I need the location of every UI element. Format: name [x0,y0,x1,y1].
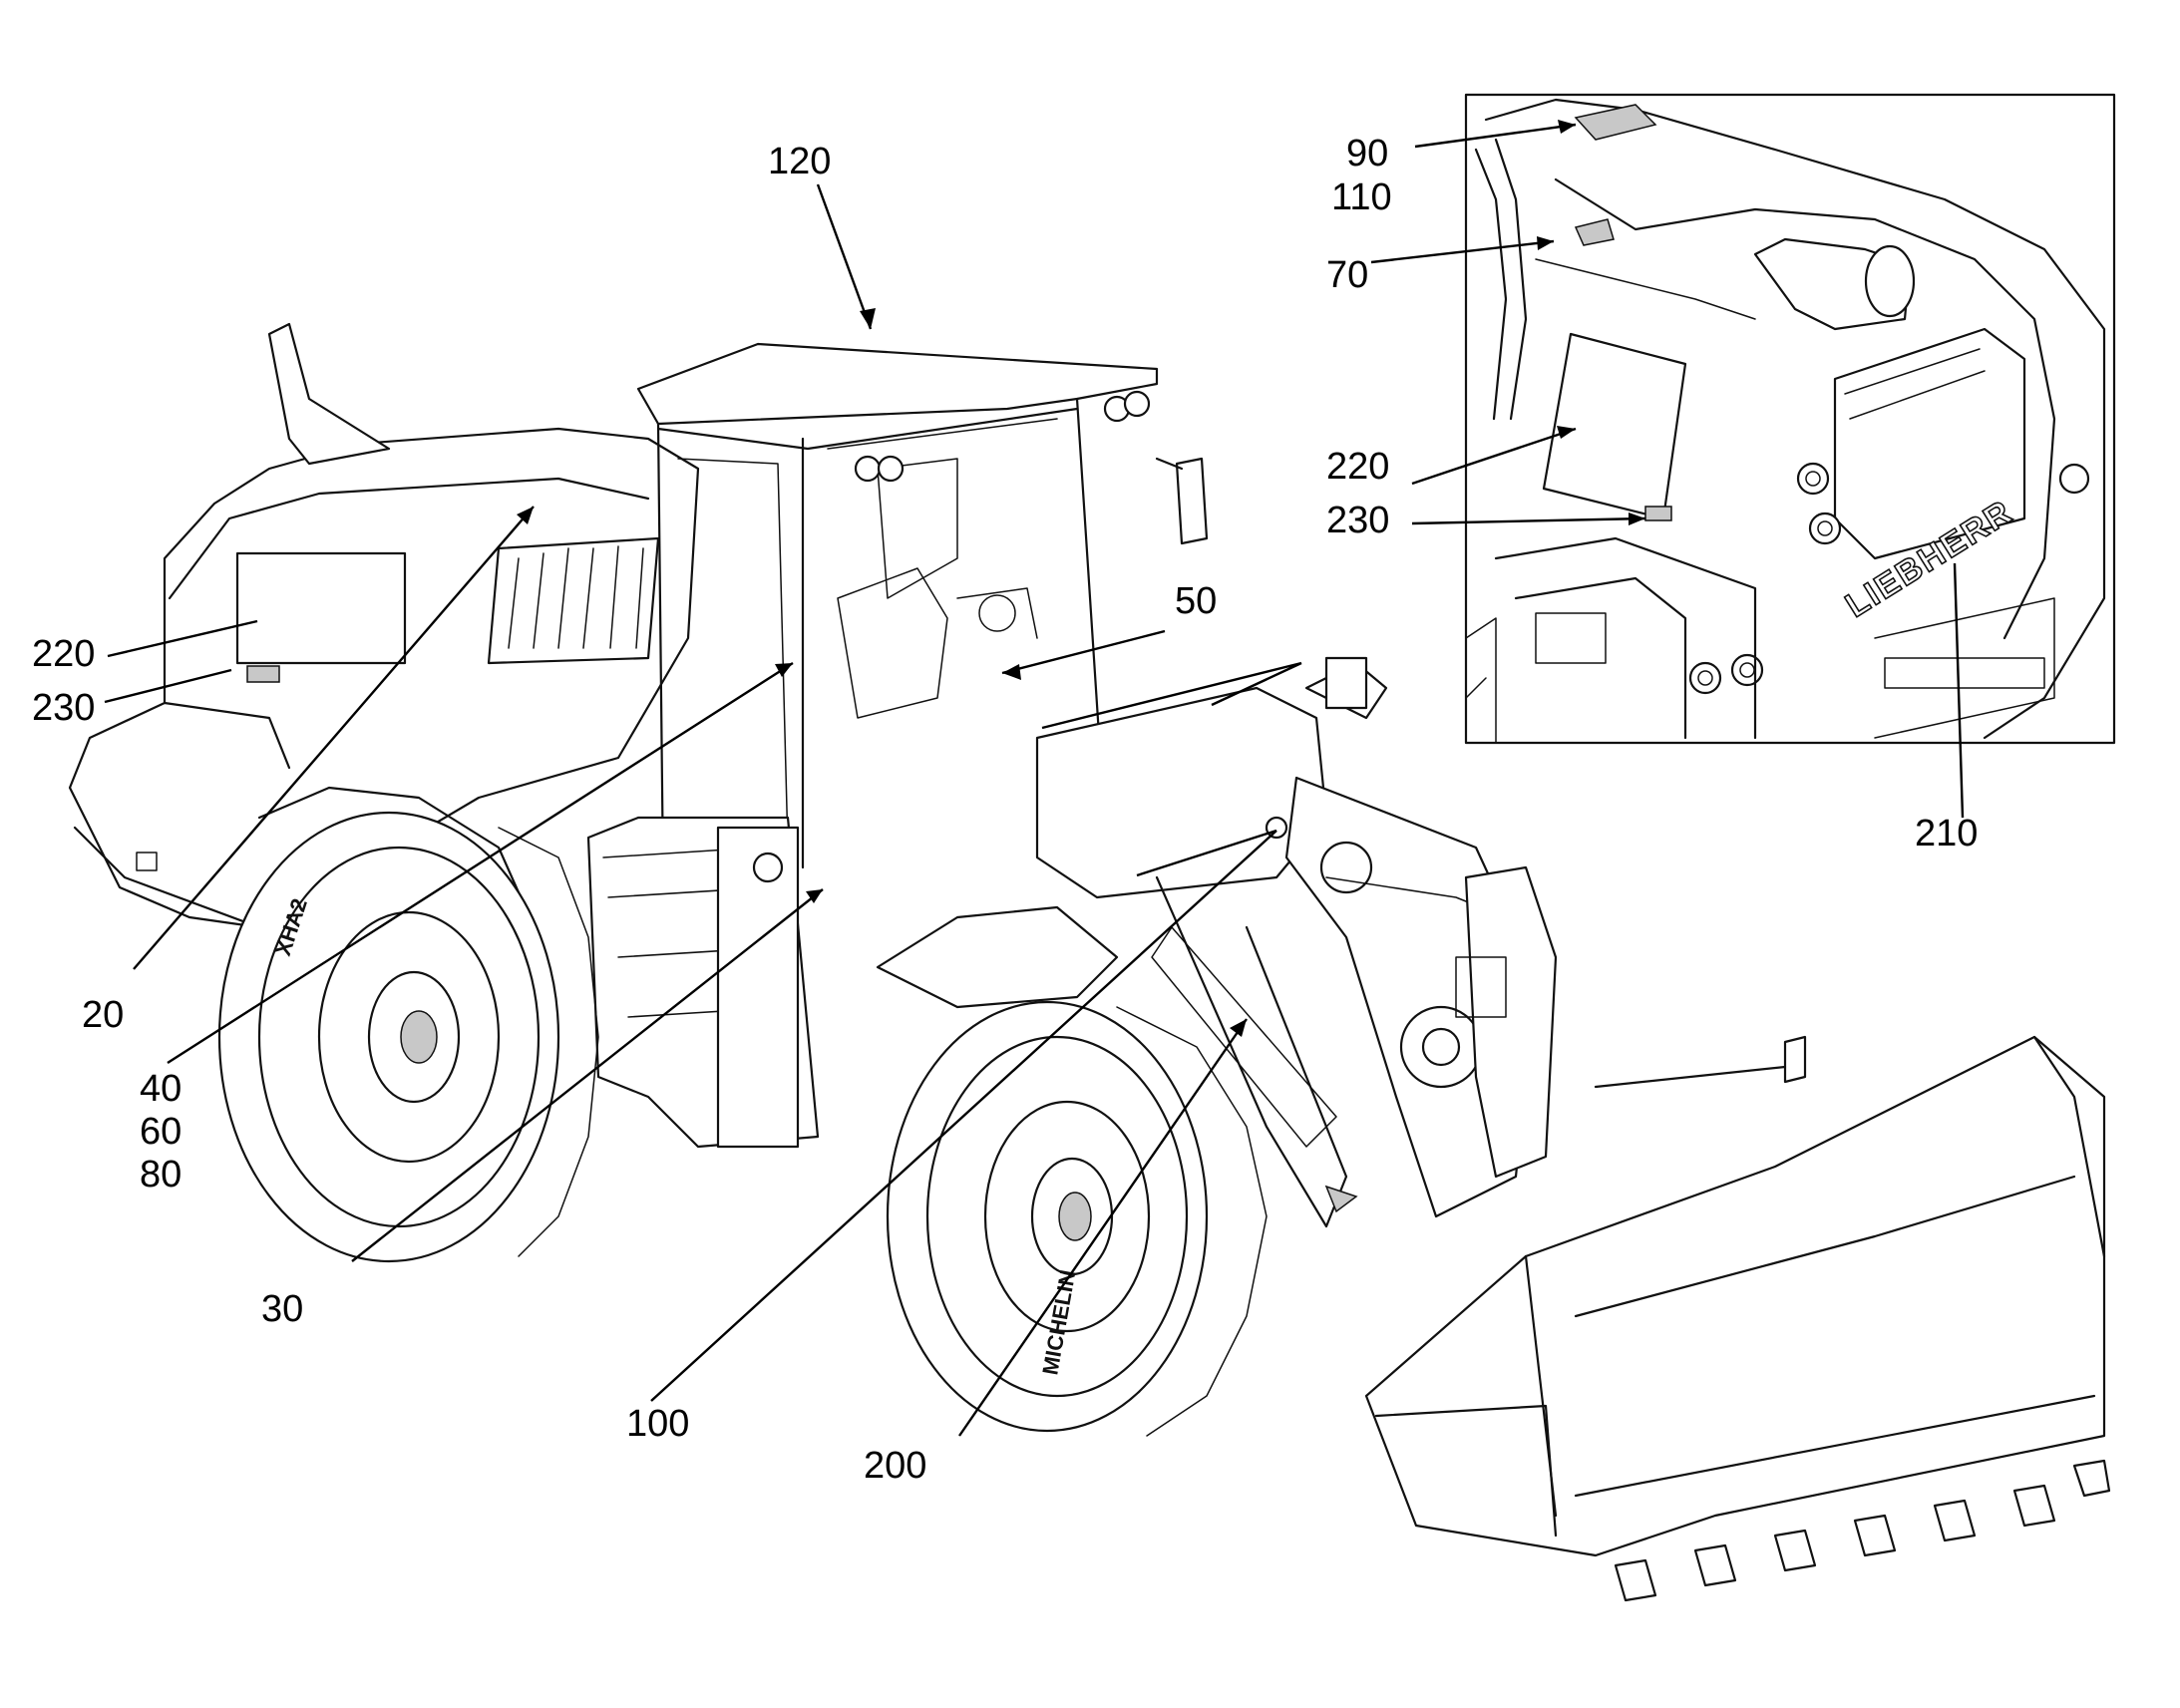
label-230-inset: 230 [1326,500,1389,541]
label-30: 30 [261,1288,303,1330]
bucket [1364,1035,2111,1602]
label-70: 70 [1326,254,1368,296]
inset-decal-230 [1644,506,1672,521]
decal-220 [235,551,407,665]
reference-labels: 120 50 220 230 20 40 60 80 30 100 200 90… [32,133,1978,1487]
label-40: 40 [140,1068,182,1110]
decal-230 [246,665,280,683]
side-louvers [487,536,660,665]
label-200: 200 [864,1445,926,1487]
cab-roof [636,342,1159,426]
operator-cab [636,342,1209,879]
label-60: 60 [140,1111,182,1153]
label-20: 20 [82,994,124,1036]
label-90: 90 [1346,133,1388,174]
label-210: 210 [1915,813,1978,854]
bucket-teeth [1614,1459,2111,1602]
label-80: 80 [140,1154,182,1196]
cab-door [716,826,800,1149]
inset-decal-220 [1542,332,1687,520]
label-50: 50 [1175,580,1217,622]
label-110: 110 [1331,176,1392,218]
wheel-loader-drawing: XHA2 MICHELIN [68,322,2111,1602]
leader-lines [104,120,1965,1437]
rear-wheel: XHA2 [217,811,599,1263]
front-wheel: MICHELIN [876,905,1268,1437]
label-230-main: 230 [32,687,95,729]
inset-decal-70 [1574,218,1615,246]
loader-arm [1035,656,1558,1228]
label-120: 120 [768,141,831,182]
label-100: 100 [626,1403,689,1445]
inset-detail-view: LIEBHERR [1464,93,2116,745]
arm-decal-200 [1151,926,1337,1148]
label-220-main: 220 [32,633,95,675]
label-220-inset: 220 [1326,446,1389,488]
inset-decal-90 [1574,104,1657,141]
exhaust-stack [267,322,391,466]
